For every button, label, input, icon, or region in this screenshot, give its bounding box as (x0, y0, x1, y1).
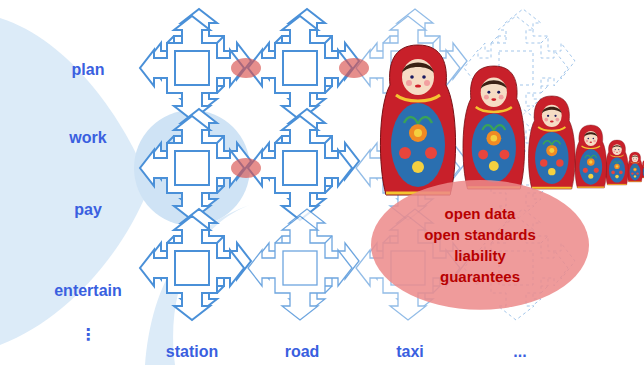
matryoshka-dolls (380, 45, 644, 195)
barrier-markers (231, 58, 369, 178)
column-label: ... (513, 342, 526, 361)
service-cubes (140, 9, 575, 320)
issue-text: liability (454, 245, 506, 266)
issue-text: guarantees (440, 266, 520, 287)
row-label: plan (72, 60, 105, 79)
ellipse-text: open dataopen standardsliabilityguarante… (370, 179, 590, 311)
issue-text: open data (445, 203, 516, 224)
row-label: work (69, 128, 106, 147)
column-label: station (166, 342, 218, 361)
column-label: road (285, 342, 320, 361)
row-label: pay (74, 200, 102, 219)
row-label: ⋮ (80, 325, 96, 344)
column-label: taxi (396, 342, 424, 361)
row-label: entertain (54, 281, 122, 300)
ellipse-outline (370, 179, 590, 311)
issue-ellipse: open dataopen standardsliabilityguarante… (370, 179, 590, 311)
issue-text: open standards (424, 224, 536, 245)
